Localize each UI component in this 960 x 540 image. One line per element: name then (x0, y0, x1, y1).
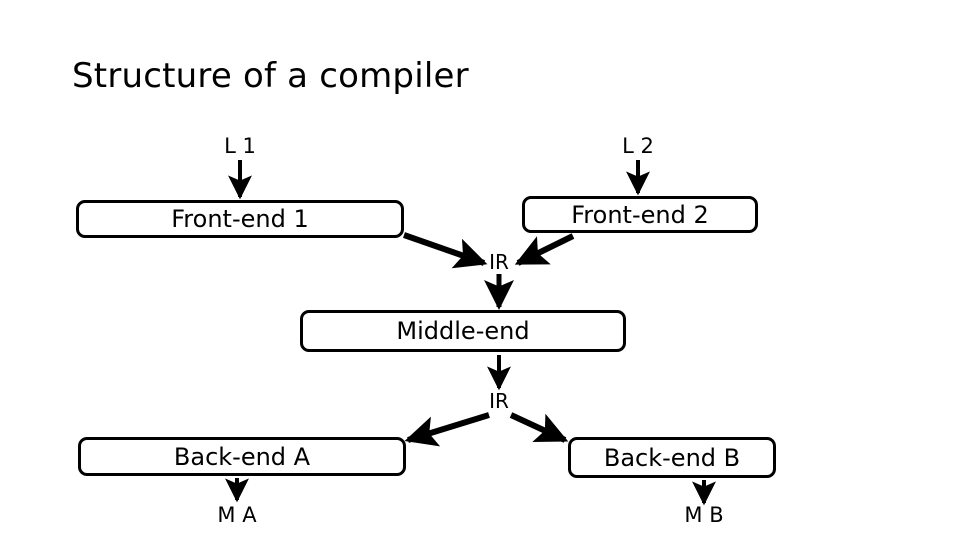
node-front-end-2[interactable]: Front-end 2 (522, 196, 758, 233)
arrow-frontend2-to-ir-upper (514, 233, 575, 266)
page-title: Structure of a compiler (72, 56, 469, 96)
node-front-end-2-label: Front-end 2 (571, 200, 709, 229)
edge-label-input-language-2: L 2 (622, 134, 654, 158)
arrow-frontend1-to-ir-upper (403, 232, 488, 269)
edge-label-ir-lower: IR (489, 389, 509, 413)
node-front-end-1-label: Front-end 1 (171, 205, 309, 233)
node-back-end-b[interactable]: Back-end B (568, 437, 776, 478)
edge-label-ir-upper: IR (489, 250, 509, 274)
arrow-ir-lower-to-backendb (509, 412, 569, 443)
node-back-end-a[interactable]: Back-end A (78, 437, 406, 476)
node-middle-end[interactable]: Middle-end (300, 310, 626, 352)
node-middle-end-label: Middle-end (396, 317, 530, 345)
node-back-end-a-label: Back-end A (173, 442, 311, 471)
node-front-end-1[interactable]: Front-end 1 (76, 200, 404, 238)
edge-label-machine-a: M A (217, 503, 257, 527)
edge-label-machine-b: M B (684, 503, 724, 527)
arrow-ir-lower-to-backenda (404, 412, 490, 447)
edge-label-input-language-1: L 1 (224, 134, 256, 158)
node-back-end-b-label: Back-end B (603, 443, 741, 472)
